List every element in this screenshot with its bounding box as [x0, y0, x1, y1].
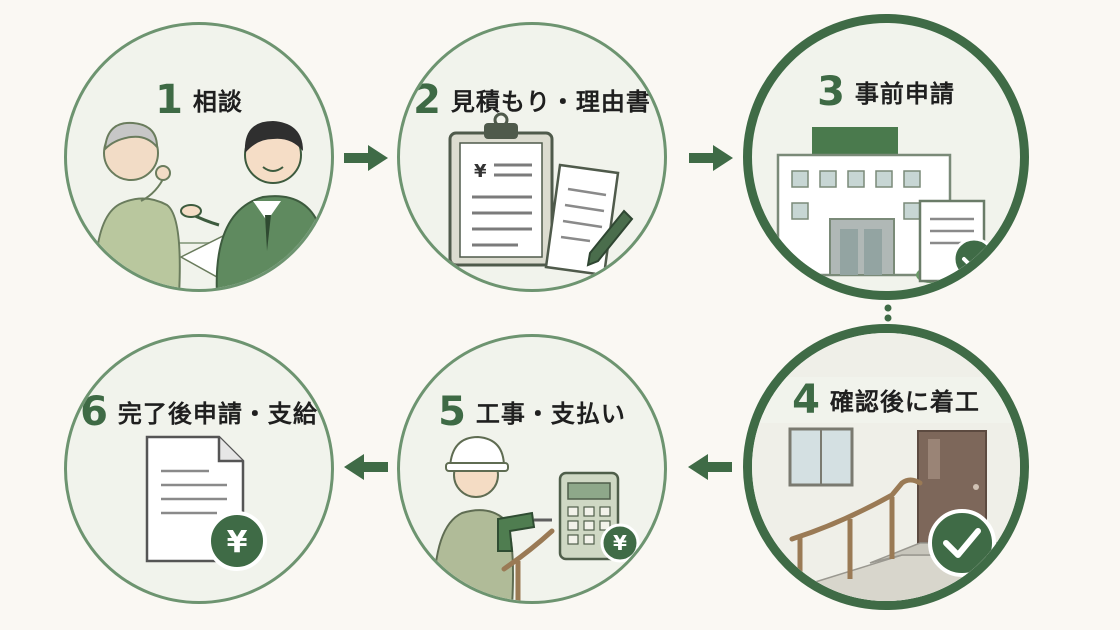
step-5-construction-payment: ¥ 5 工事・支払い: [397, 334, 667, 604]
step-label: 完了後申請・支給: [117, 400, 318, 428]
consultation-illustration: [87, 121, 326, 289]
step-number: 3: [817, 69, 845, 115]
step-label: 事前申請: [854, 80, 955, 108]
check-icon: [928, 509, 996, 577]
check-icon: [952, 237, 996, 281]
document-yen-illustration: ¥: [145, 435, 267, 571]
step-label: 相談: [192, 88, 243, 116]
yen-icon: [600, 523, 640, 563]
entrance-handrail-illustration: [752, 333, 1020, 601]
yen-icon: [207, 511, 267, 571]
step-number: 5: [438, 389, 466, 435]
step-3-pre-application: 3 事前申請: [743, 14, 1029, 300]
arrow-right-2-to-3: [689, 145, 733, 171]
step-title: 3 事前申請: [752, 69, 1020, 115]
office-building-application-illustration: [770, 127, 996, 283]
step-6-completion-application: ¥ 6 完了後申請・支給: [64, 334, 334, 604]
step-title: 6 完了後申請・支給: [67, 389, 331, 435]
clipboard-estimate-illustration: ¥: [448, 112, 634, 277]
step-number: 2: [413, 77, 441, 123]
step-title: 1 相談: [67, 77, 331, 123]
step-4-start-construction: 4 確認後に着工: [743, 324, 1029, 610]
arrow-right-1-to-2: [344, 145, 388, 171]
arrow-left-4-to-5: [688, 454, 732, 480]
step-label: 見積もり・理由書: [450, 88, 651, 116]
yen-mark: ¥: [474, 161, 487, 182]
arrow-left-5-to-6: [344, 454, 388, 480]
construction-worker-payment-illustration: ¥: [432, 435, 640, 601]
step-number: 4: [792, 377, 820, 423]
step-title: 5 工事・支払い: [400, 389, 664, 435]
yen-mark: ¥: [613, 531, 627, 555]
step-title: 4 確認後に着工: [752, 377, 1020, 423]
step-label: 確認後に着工: [829, 388, 980, 416]
yen-mark: ¥: [227, 525, 248, 560]
step-number: 6: [80, 389, 108, 435]
step-label: 工事・支払い: [475, 400, 626, 428]
step-2-estimate: ¥ 2 見積もり・理由書: [397, 22, 667, 292]
step-1-consultation: 1 相談: [64, 22, 334, 292]
step-title: 2 見積もり・理由書: [400, 77, 664, 123]
step-number: 1: [155, 77, 183, 123]
